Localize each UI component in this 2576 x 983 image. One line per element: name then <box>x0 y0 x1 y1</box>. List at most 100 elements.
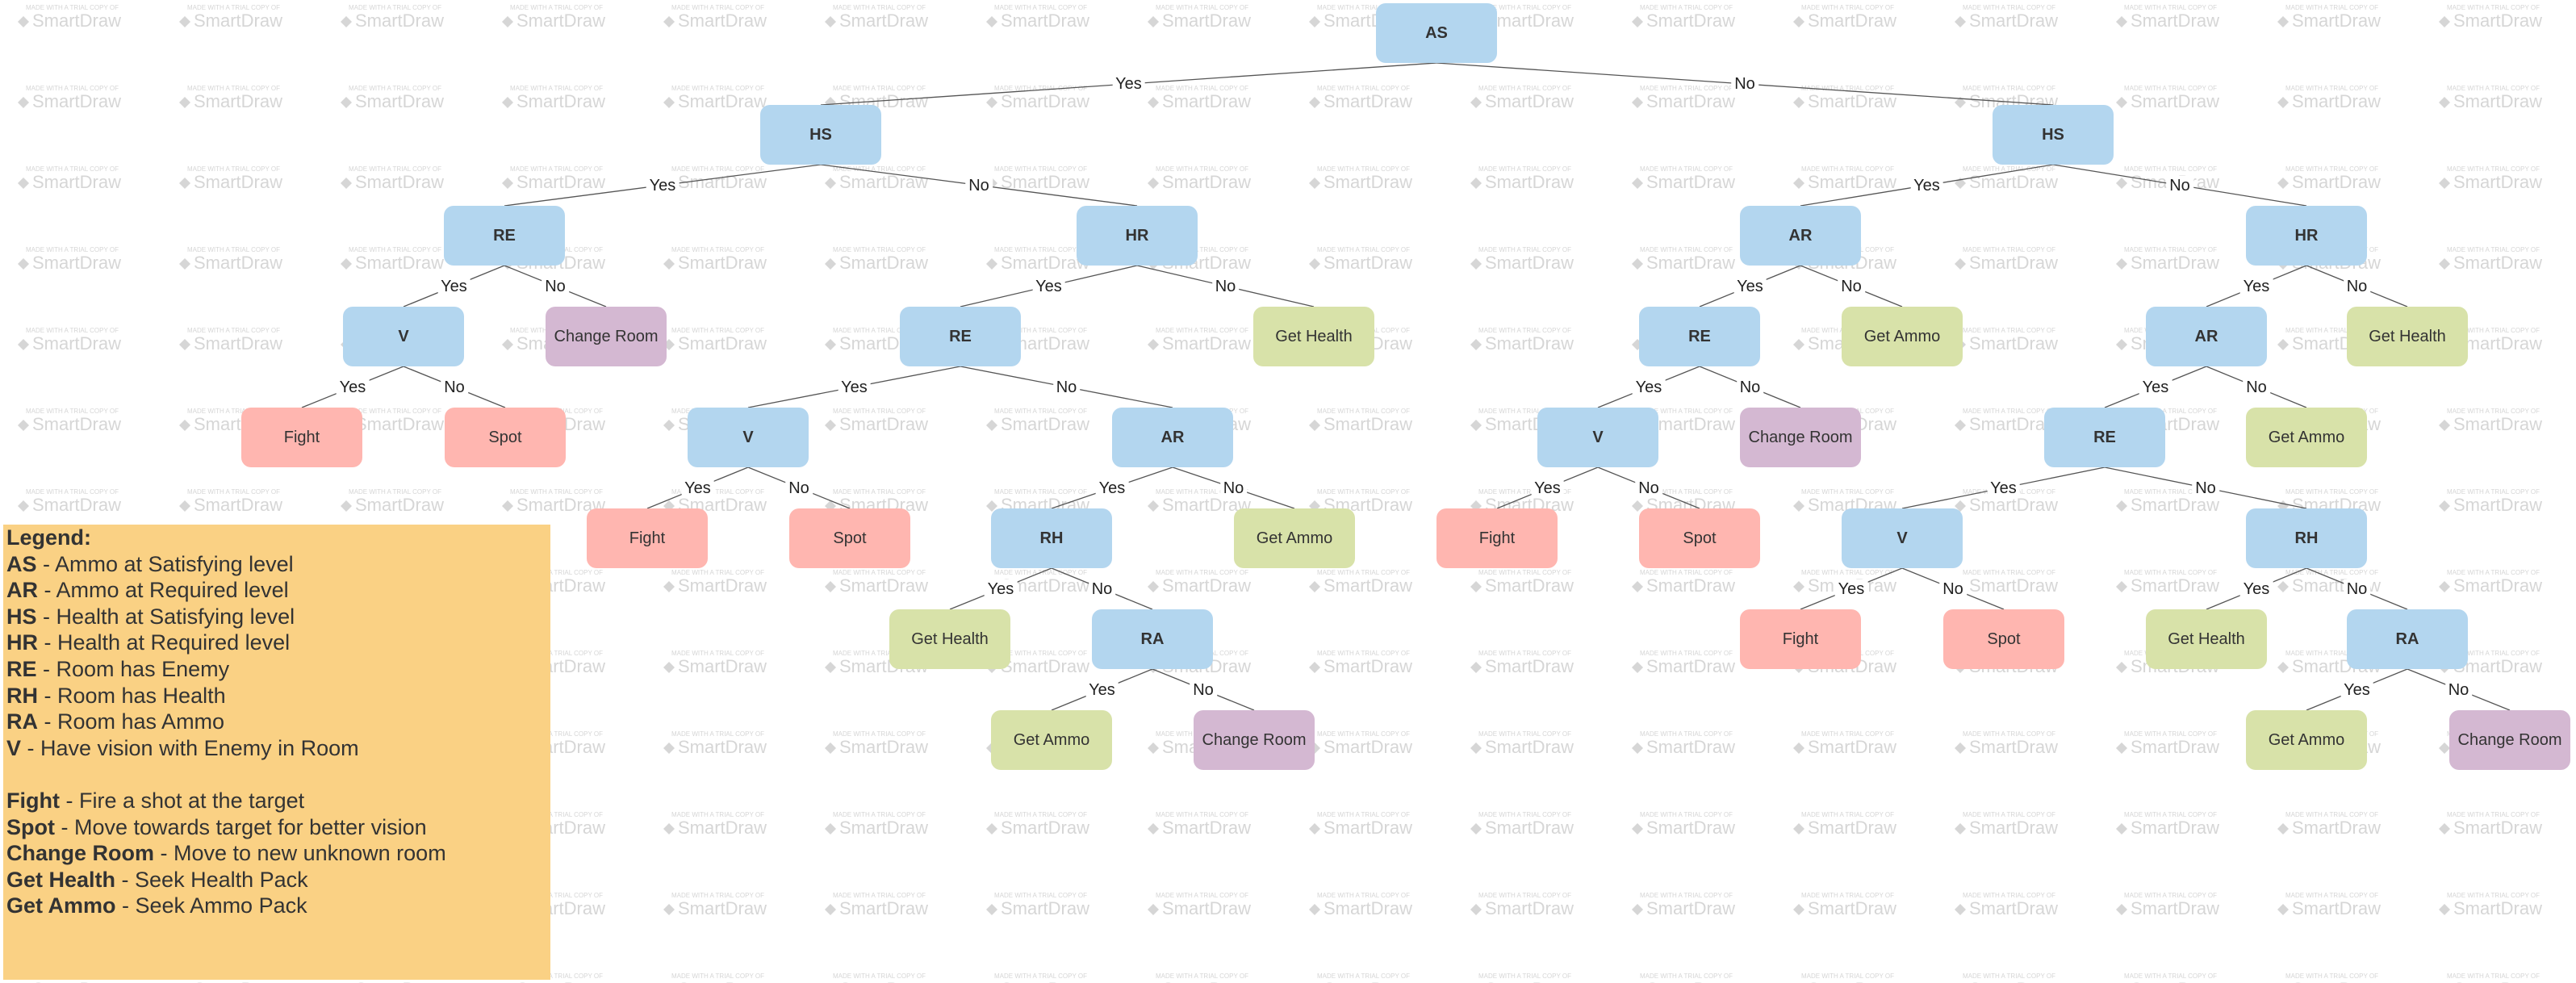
watermark-big-text: SmartDraw <box>516 172 605 192</box>
smartdraw-logo-icon <box>1148 904 1159 915</box>
smartdraw-logo-icon <box>1309 258 1320 270</box>
watermark-small-text: MADE WITH A TRIAL COPY OF <box>671 650 764 657</box>
condition-node: RA <box>2347 609 2468 669</box>
legend-desc: - Have vision with Enemy in Room <box>21 735 359 760</box>
edge-label-yes: Yes <box>2139 377 2172 397</box>
watermark-small-text: MADE WITH A TRIAL COPY OF <box>2124 730 2217 738</box>
smartdraw-logo-icon <box>825 16 836 27</box>
watermark-big-text: SmartDraw <box>355 495 444 515</box>
edge-label-yes: Yes <box>1112 74 1145 94</box>
watermark-small-text: MADE WITH A TRIAL COPY OF <box>2124 246 2217 253</box>
watermark-big-text: SmartDraw <box>678 10 767 31</box>
edge-label-no: No <box>441 377 468 397</box>
watermark-big-text: SmartDraw <box>1969 172 2058 192</box>
watermark-small-text: MADE WITH A TRIAL COPY OF <box>1963 165 2055 173</box>
edge-label-no: No <box>1736 377 1764 397</box>
watermark-big-text: SmartDraw <box>516 979 605 983</box>
watermark-small-text: MADE WITH A TRIAL COPY OF <box>1963 246 2055 253</box>
action-node: Spot <box>1943 609 2064 669</box>
watermark-small-text: MADE WITH A TRIAL COPY OF <box>1963 569 2055 576</box>
watermark-big-text: SmartDraw <box>2453 818 2542 838</box>
smartdraw-logo-icon <box>2116 258 2127 270</box>
watermark-big-text: SmartDraw <box>2453 575 2542 596</box>
condition-node: V <box>688 408 809 467</box>
smartdraw-logo-icon <box>825 339 836 350</box>
watermark-big-text: SmartDraw <box>2453 10 2542 31</box>
condition-node: RE <box>444 206 565 266</box>
watermark-big-text: SmartDraw <box>1485 253 1574 273</box>
smartdraw-logo-icon <box>2439 420 2450 431</box>
smartdraw-logo-icon <box>1632 904 1643 915</box>
watermark-small-text: MADE WITH A TRIAL COPY OF <box>833 650 926 657</box>
smartdraw-logo-icon <box>663 16 675 27</box>
edge-label-no: No <box>1052 377 1081 397</box>
watermark-big-text: SmartDraw <box>355 172 444 192</box>
legend-key: Fight <box>6 788 60 813</box>
watermark-big-text: SmartDraw <box>2131 737 2219 757</box>
legend-key: AS <box>6 551 37 576</box>
smartdraw-logo-icon <box>502 339 513 350</box>
watermark-small-text: MADE WITH A TRIAL COPY OF <box>2285 85 2378 92</box>
edge-label-yes: Yes <box>1095 478 1129 498</box>
smartdraw-logo-icon <box>2439 97 2450 108</box>
watermark-big-text: SmartDraw <box>839 979 928 983</box>
watermark-small-text: MADE WITH A TRIAL COPY OF <box>671 892 764 899</box>
edge-label-yes: Yes <box>681 478 714 498</box>
smartdraw-logo-icon <box>825 904 836 915</box>
smartdraw-logo-icon <box>2277 823 2289 835</box>
edge-label-no: No <box>1838 276 1865 296</box>
action-node: Spot <box>445 408 566 467</box>
smartdraw-logo-icon <box>341 16 352 27</box>
legend-desc: - Room has Health <box>38 683 226 708</box>
smartdraw-logo-icon <box>1470 339 1482 350</box>
watermark-small-text: MADE WITH A TRIAL COPY OF <box>1317 408 1410 415</box>
watermark-big-text: SmartDraw <box>1485 575 1574 596</box>
watermark-big-text: SmartDraw <box>1001 818 1089 838</box>
watermark-small-text: MADE WITH A TRIAL COPY OF <box>2447 246 2540 253</box>
watermark-big-text: SmartDraw <box>1485 737 1574 757</box>
watermark-small-text: MADE WITH A TRIAL COPY OF <box>26 488 119 496</box>
smartdraw-logo-icon <box>2116 339 2127 350</box>
condition-node: V <box>343 307 464 366</box>
watermark-small-text: MADE WITH A TRIAL COPY OF <box>187 408 280 415</box>
action-node: Change Room <box>2449 710 2570 770</box>
watermark-small-text: MADE WITH A TRIAL COPY OF <box>1640 892 1733 899</box>
watermark-big-text: SmartDraw <box>839 818 928 838</box>
legend-key: Get Ammo <box>6 893 116 918</box>
watermark-small-text: MADE WITH A TRIAL COPY OF <box>2447 165 2540 173</box>
smartdraw-logo-icon <box>663 662 675 673</box>
watermark-big-text: SmartDraw <box>2131 818 2219 838</box>
edge-label-no: No <box>965 175 993 195</box>
watermark-big-text: SmartDraw <box>678 91 767 111</box>
smartdraw-logo-icon <box>2277 904 2289 915</box>
smartdraw-logo-icon <box>179 420 190 431</box>
smartdraw-logo-icon <box>2277 16 2289 27</box>
watermark-small-text: MADE WITH A TRIAL COPY OF <box>1801 165 1894 173</box>
smartdraw-logo-icon <box>2439 500 2450 512</box>
watermark-big-text: SmartDraw <box>1001 656 1089 676</box>
edge-label-no: No <box>1190 680 1217 700</box>
condition-node: V <box>1842 508 1963 568</box>
watermark-small-text: MADE WITH A TRIAL COPY OF <box>1801 730 1894 738</box>
condition-node: HR <box>1077 206 1198 266</box>
watermark-small-text: MADE WITH A TRIAL COPY OF <box>1640 246 1733 253</box>
edge-label-yes: Yes <box>2239 579 2273 599</box>
watermark-big-text: SmartDraw <box>194 10 282 31</box>
smartdraw-logo-icon <box>663 742 675 754</box>
watermark-small-text: MADE WITH A TRIAL COPY OF <box>1640 408 1733 415</box>
